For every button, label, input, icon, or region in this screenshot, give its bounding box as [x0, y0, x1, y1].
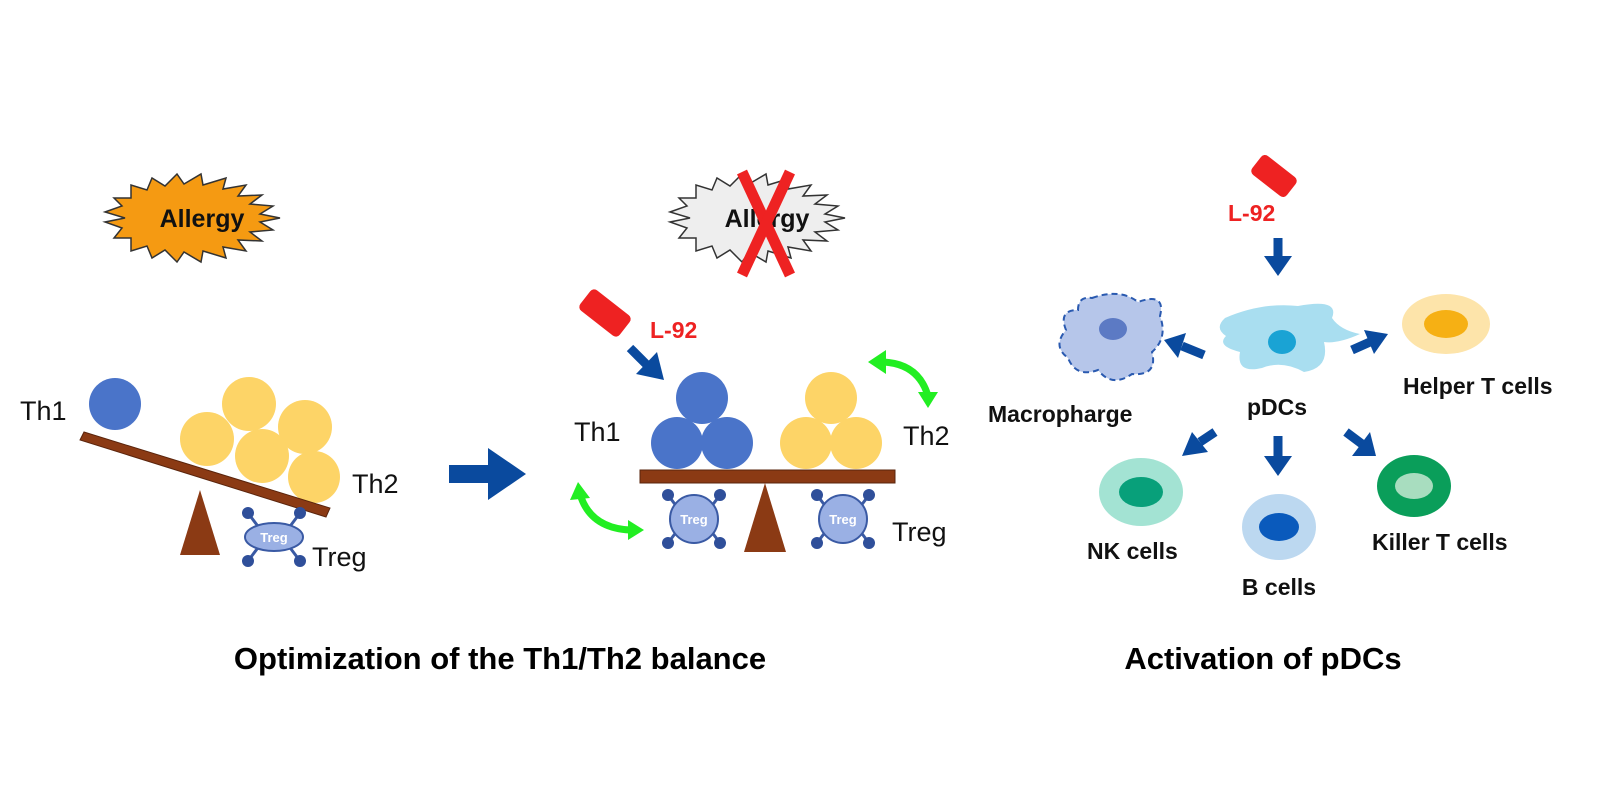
helper-t-cell: [1402, 294, 1490, 354]
b-cell-nucleus: [1259, 513, 1299, 541]
treg-label-middle: Treg: [892, 517, 947, 547]
seesaw-fulcrum-left: [180, 490, 220, 555]
l92-label-right: L-92: [1228, 200, 1275, 226]
caption-balance: Optimization of the Th1/Th2 balance: [234, 641, 766, 676]
macrophage-nucleus: [1099, 318, 1127, 340]
green-rotate-arrow-bottom-icon: [570, 482, 644, 540]
killer-t-label: Killer T cells: [1372, 529, 1508, 555]
th1-cells-middle: [651, 372, 753, 469]
macrophage-cell: [1058, 292, 1164, 381]
nk-cell: [1099, 458, 1183, 526]
arrow-to-b-cell-icon: [1264, 436, 1292, 476]
treg-cell-middle-right: Treg: [809, 487, 877, 551]
green-rotate-arrow-top-icon: [868, 350, 938, 408]
caption-pdcs: Activation of pDCs: [1124, 641, 1401, 676]
treg-cell-middle-left: Treg: [660, 487, 728, 551]
th2-label-middle: Th2: [903, 421, 950, 451]
allergy-burst-left: Allergy: [102, 172, 281, 264]
middle-panel: Allergy L-92 Th1 Th2: [570, 169, 950, 552]
killer-t-cell: [1377, 455, 1451, 517]
pdc-nucleus: [1268, 330, 1296, 354]
th1-label-left: Th1: [20, 396, 67, 426]
arrow-to-killer-t-icon: [1343, 428, 1376, 456]
l92-label-middle: L-92: [650, 317, 697, 343]
treg-cell-left: Treg: [240, 505, 308, 569]
allergy-starburst-icon: [102, 172, 281, 264]
cross-out-icon-2: [737, 169, 795, 278]
macrophage-label: Macropharge: [988, 401, 1132, 427]
helper-t-label: Helper T cells: [1403, 373, 1553, 399]
b-cell: [1242, 494, 1316, 560]
arrow-to-nk-icon: [1182, 428, 1218, 456]
pdc-cell: [1219, 303, 1360, 372]
arrow-to-helper-t-icon: [1350, 330, 1388, 355]
right-panel: L-92 pDCs Macropharge Helper T cells NK …: [988, 155, 1553, 600]
treg-cell-text-middle-left: Treg: [680, 512, 708, 527]
arrow-to-macrophage-icon: [1164, 333, 1206, 360]
helper-t-nucleus: [1424, 310, 1468, 338]
l92-arrow-right-icon: [1264, 238, 1292, 276]
nk-nucleus: [1119, 477, 1163, 507]
killer-t-nucleus: [1395, 473, 1433, 499]
nk-label: NK cells: [1087, 538, 1178, 564]
th2-label-left: Th2: [352, 469, 399, 499]
balanced-seesaw-beam: [639, 469, 896, 484]
pdcs-label: pDCs: [1247, 394, 1307, 420]
allergy-label-left: Allergy: [160, 205, 245, 233]
left-panel: Allergy Th1 Th2 Treg Treg: [20, 172, 399, 572]
treg-label-left: Treg: [312, 542, 367, 572]
th1-cell-left: [89, 378, 141, 430]
treg-cell-text-middle-right: Treg: [829, 512, 857, 527]
l92-capsule-right-icon: [1251, 155, 1297, 197]
l92-capsule-middle-icon: [579, 289, 631, 337]
b-cells-label: B cells: [1242, 574, 1316, 600]
treg-cell-text-left: Treg: [260, 530, 288, 545]
allergy-burst-crossed: Allergy: [667, 169, 846, 278]
tilted-seesaw-beam: [79, 431, 331, 518]
th1-label-middle: Th1: [574, 417, 621, 447]
l92-arrow-middle-icon: [626, 344, 664, 380]
transition-arrow-icon: [449, 448, 526, 500]
th2-cells-left: [180, 377, 340, 503]
seesaw-fulcrum-middle: [744, 483, 786, 552]
th2-cells-middle: [780, 372, 882, 469]
